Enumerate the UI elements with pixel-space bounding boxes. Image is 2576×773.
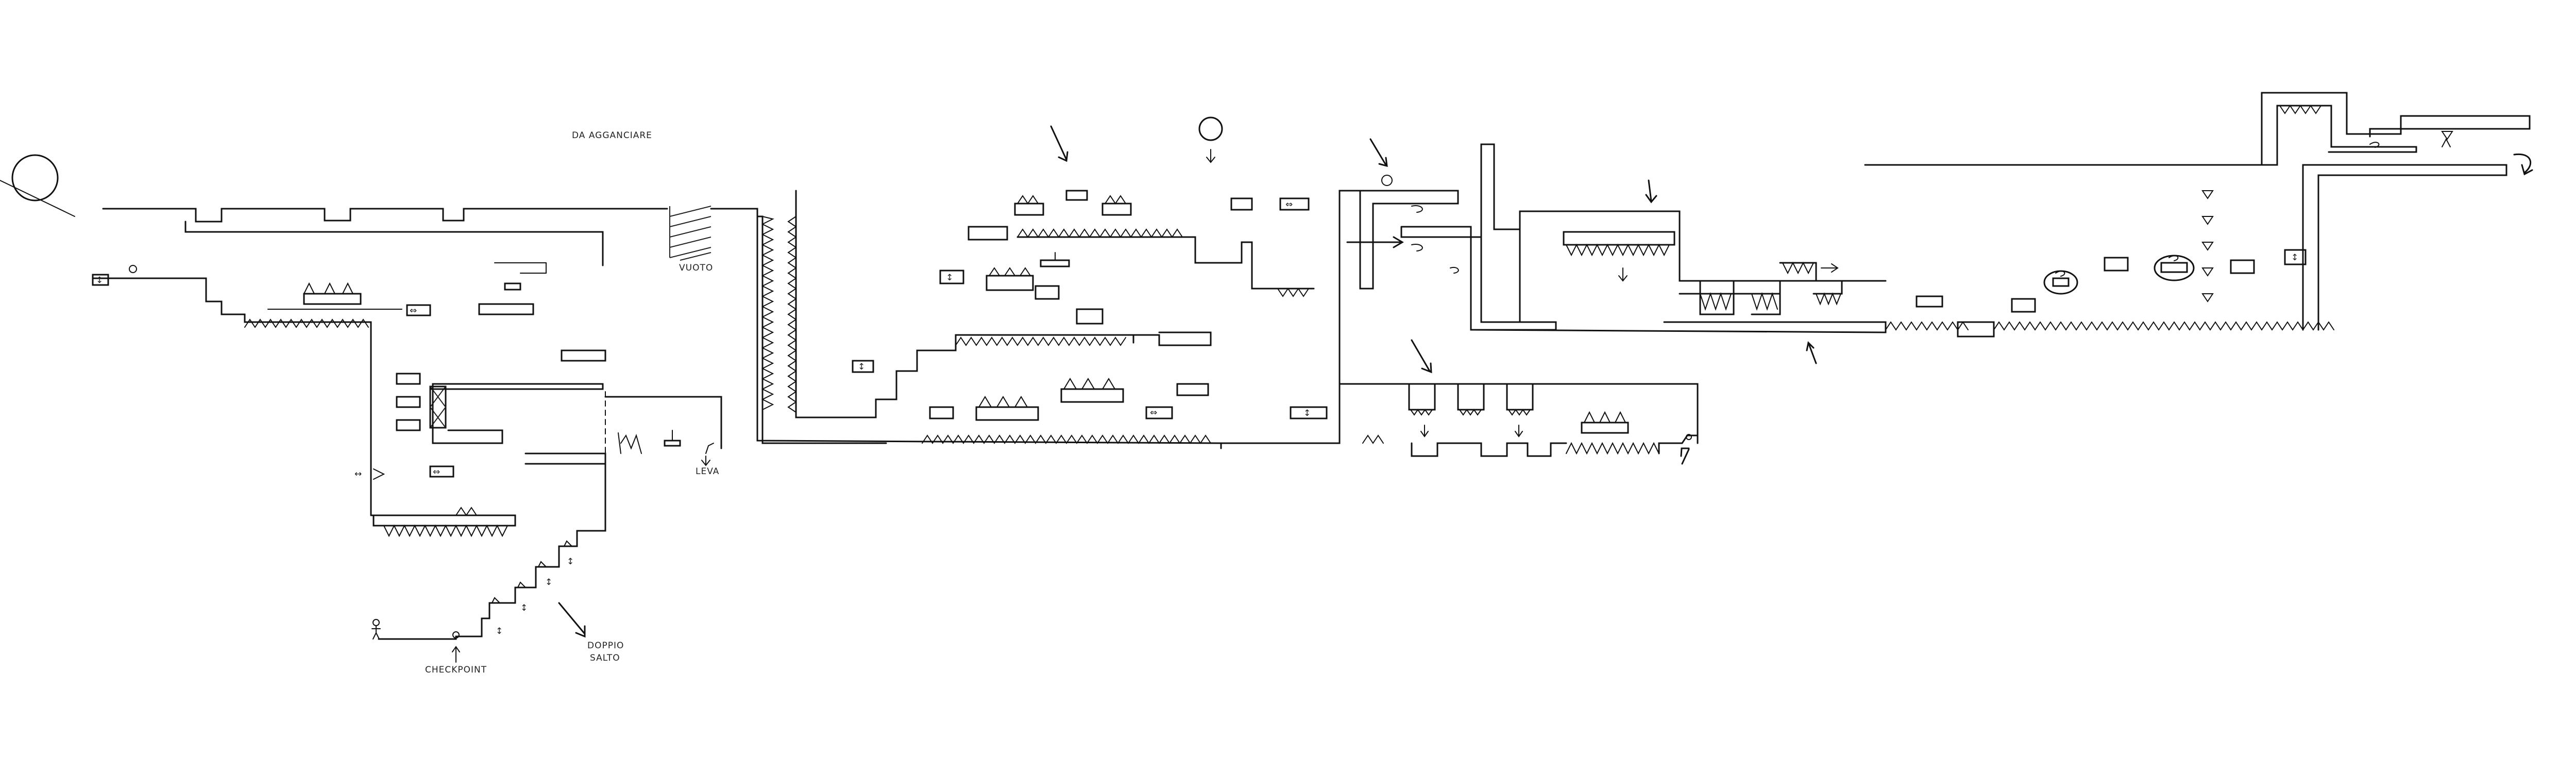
spikes-row (245, 320, 368, 327)
arrow-hint-icon (1051, 126, 1067, 161)
player-stick-figure-icon (372, 619, 380, 639)
svg-text:⇔: ⇔ (1150, 408, 1158, 418)
svg-text:↕: ↕ (545, 577, 553, 587)
enemy-bird-icon (1412, 206, 1422, 212)
svg-text:↕: ↕ (567, 557, 574, 567)
section-middle: ↕ ↕ ⇔ ⇔ ↕ (757, 117, 1327, 448)
svg-text:↕: ↕ (1303, 408, 1311, 418)
collectible-icon (129, 265, 137, 273)
arrow-hint-icon (1370, 139, 1387, 166)
enemy-bird-icon (2056, 271, 2064, 276)
section-end: ↕ (1865, 93, 2532, 337)
gear-icon (1382, 175, 1392, 186)
svg-text:⇔: ⇔ (1285, 199, 1293, 210)
svg-text:↕: ↕ (520, 603, 528, 613)
void-hatch (670, 206, 711, 260)
label-da-agganciare: DA AGGANCIARE (572, 130, 652, 141)
svg-text:↔: ↔ (354, 469, 362, 479)
svg-text:⇔: ⇔ (410, 306, 417, 316)
svg-text:↕: ↕ (496, 626, 503, 636)
ceiling-line (103, 209, 667, 222)
svg-text:↕: ↕ (96, 275, 104, 285)
svg-text:↕: ↕ (858, 362, 866, 372)
svg-text:⇔: ⇔ (433, 467, 440, 477)
label-vuoto: VUOTO (679, 263, 713, 273)
section-maze (1221, 139, 1886, 464)
pendulum-ball-icon (1199, 117, 1222, 140)
label-checkpoint: CHECKPOINT (425, 665, 487, 675)
label-salto: SALTO (590, 653, 620, 663)
svg-text:↕: ↕ (946, 273, 954, 283)
arrow-hint-icon (1412, 340, 1431, 372)
svg-text:↕: ↕ (2291, 253, 2299, 263)
label-leva: LEVA (696, 466, 719, 477)
label-doppio: DOPPIO (587, 641, 624, 651)
section-start: DA AGGANCIARE VUOTO ↕ ⇔ LE (0, 130, 886, 675)
boulder-icon (12, 155, 58, 200)
